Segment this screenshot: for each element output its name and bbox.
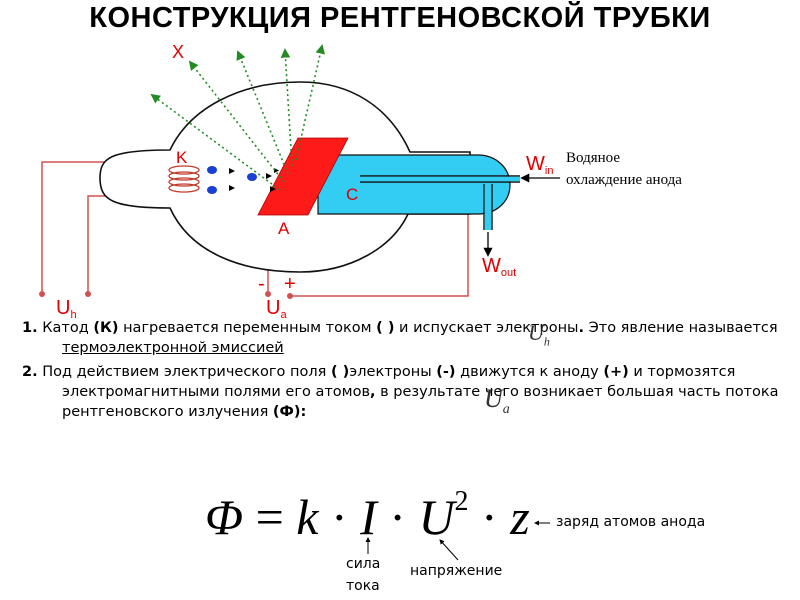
electron (207, 166, 217, 174)
note-current-line2: тока (346, 578, 380, 594)
term-thermionic-emission: термоэлектронной эмиссией (62, 340, 284, 356)
cathode-label: K (176, 148, 188, 167)
terminal-ua-minus (265, 291, 271, 297)
minus-label: - (258, 273, 265, 295)
terminal-ua-plus (287, 293, 293, 299)
explanation-text: 1. Катод (К) нагревается переменным токо… (22, 318, 792, 422)
paragraph-1: 1. Катод (К) нагревается переменным токо… (22, 320, 778, 356)
cooling-note-line2: охлаждение анода (566, 172, 682, 188)
var-uh-overlay: Uh (528, 320, 550, 349)
electron (207, 186, 217, 194)
page-title: КОНСТРУКЦИЯ РЕНТГЕНОВСКОЙ ТРУБКИ (89, 2, 711, 34)
w-out-label: Wout (482, 255, 516, 279)
uh-label: Uh (56, 297, 77, 321)
terminal-uh-right (85, 291, 91, 297)
var-ua-overlay: Ua (484, 384, 510, 418)
paragraph-2: 2. Под действием электрического поля ( )… (22, 364, 779, 420)
note-anode-charge: заряд атомов анода (556, 514, 706, 530)
cooling-note-line1: Водяное (566, 150, 620, 166)
xray-label: X (172, 42, 184, 62)
note-voltage: напряжение (410, 563, 503, 579)
ua-label: Ua (266, 297, 287, 321)
electron (247, 173, 257, 181)
w-in-label: Win (526, 153, 553, 177)
voltage-arrow (439, 539, 459, 561)
coolant-label: C (346, 185, 358, 204)
anode-label: A (278, 219, 290, 238)
note-current-line1: сила (346, 556, 381, 572)
plus-label: + (284, 273, 296, 295)
xray-rays (150, 44, 325, 191)
cathode-coil (168, 165, 200, 193)
xray-flux-formula: Φ = k · I · U2 · z (205, 486, 530, 545)
terminal-uh-left (39, 291, 45, 297)
electrons (207, 166, 279, 194)
